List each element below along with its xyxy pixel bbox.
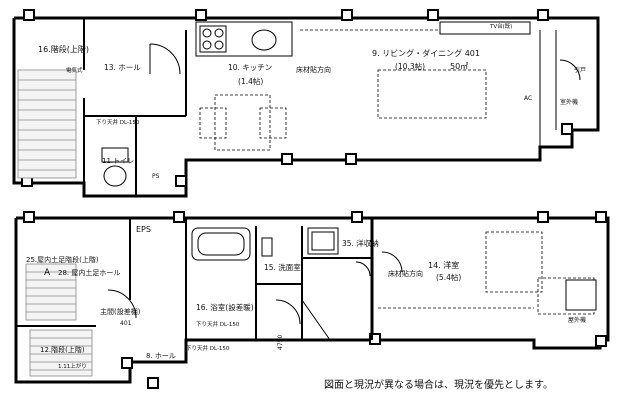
lower-columns (23, 211, 607, 389)
indoor-step-stairs-label: 25.屋内土足階段(上階) (26, 255, 99, 264)
stairs-up2-label: 12.階段(上階) (40, 345, 85, 354)
indoor-step-hall-label: 28. 屋内土足ホール (58, 268, 120, 277)
storage-label: 35. 洋収納 (342, 238, 379, 248)
lower-indoor-stairs (25, 263, 93, 377)
hall8-label: 8. ホール (146, 352, 176, 360)
upper-stairs (17, 69, 77, 179)
living-name-label: 9. リビング・ダイニング 401 (372, 48, 480, 58)
entrance-label: 主間(設差棚) (100, 307, 141, 316)
upper-outer-wall (12, 16, 600, 198)
bath-label: 16. 浴室(設差暖) (196, 302, 254, 312)
eps-label: EPS (136, 225, 151, 234)
indoor-unit-label: 室外機 (560, 98, 578, 106)
toilet-fixture (101, 147, 129, 187)
hall-label: 13. ホール (104, 63, 141, 72)
upper-columns (21, 9, 573, 187)
up-note-label: 1.11上がり (58, 362, 87, 370)
western-name-label: 14. 洋室 (428, 260, 459, 270)
ac-label: AC (524, 95, 532, 102)
hallway-note-label: 下り天井 DL-150 (96, 118, 140, 126)
washbasin (261, 227, 339, 257)
floor-direction-label: 床材貼方向 (296, 65, 331, 74)
kitchen-counter (195, 21, 293, 57)
ceiling-note-label: 下り天井 DL-150 (196, 320, 240, 328)
entrance-no-label: 401 (120, 320, 132, 327)
ceiling-note2-label: 下り天井 DL-150 (186, 344, 230, 352)
tv-unit-label: TV台(既) (489, 22, 512, 30)
living-size-label: (10.3帖) (395, 61, 425, 71)
western-size-label: (5.4帖) (436, 272, 461, 282)
kitchen-size-label: (1.4帖) (238, 76, 263, 86)
upper-floor: 16.階段(上階) 13. ホール 10. キッチン (1.4帖) 9. リビン… (12, 9, 600, 198)
kitchen-name-label: 10. キッチン (228, 63, 272, 72)
bathtub (191, 227, 251, 261)
lower-floor: EPS 25.屋内土足階段(上階) A 28. 屋内土足ホール 主間(設差棚) … (14, 211, 610, 389)
stairs-up-label: 16.階段(上階) (38, 44, 89, 54)
dimension-label: 4750 (277, 335, 284, 350)
floor-direction2-label: 床材貼方向 (388, 269, 423, 278)
toilet-label: 11.トイレ (102, 157, 134, 165)
washroom-label: 15. 洗面室 (264, 262, 301, 272)
unit-a-label: A (44, 268, 51, 278)
living-area-label: 50㎡ (450, 62, 468, 71)
footer-note: 図面と現況が異なる場合は、現況を優先とします。 (324, 378, 553, 391)
balcony-door-label: 引戸 (574, 66, 586, 74)
ps-label: PS (152, 173, 160, 180)
outdoor-label: 屋外機 (568, 316, 586, 324)
electric-label: 電気式 (66, 66, 83, 74)
